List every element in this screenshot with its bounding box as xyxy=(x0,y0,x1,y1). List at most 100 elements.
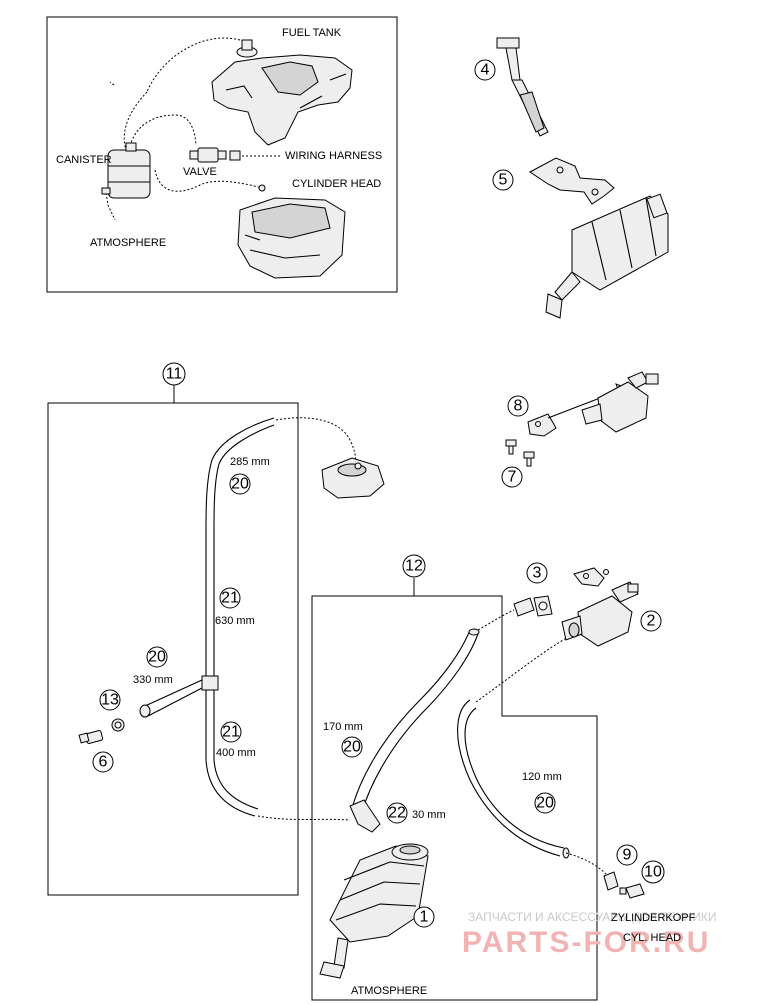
callout-21-a: 21 xyxy=(219,587,241,609)
svg-text:12: 12 xyxy=(405,558,423,575)
callout-5: 5 xyxy=(492,169,514,191)
hose-30-stub xyxy=(349,799,381,833)
canister-label: CANISTER xyxy=(56,154,112,166)
svg-text:3: 3 xyxy=(533,565,542,582)
callout-20-b: 20 xyxy=(146,646,168,668)
part-7-screws xyxy=(505,439,535,467)
part-valve-upper xyxy=(581,371,659,433)
hose-330-end xyxy=(139,704,151,718)
wiring-harness-label: WIRING HARNESS xyxy=(285,150,382,162)
callout-20-d: 20 xyxy=(534,792,556,814)
svg-text:21: 21 xyxy=(222,724,240,741)
inset-vent-line-2 xyxy=(123,91,148,151)
callout-13: 13 xyxy=(99,689,121,711)
callout-21-b: 21 xyxy=(220,721,242,743)
fuel-tank-label: FUEL TANK xyxy=(282,27,342,39)
hose-170-dash xyxy=(477,609,515,631)
box11-canister-dash xyxy=(257,815,351,821)
svg-text:5: 5 xyxy=(499,172,508,189)
svg-text:13: 13 xyxy=(101,692,119,709)
svg-text:10: 10 xyxy=(644,864,662,881)
part-4-strap xyxy=(496,37,549,137)
hose-120-outer xyxy=(457,699,561,857)
part-1-canister xyxy=(319,843,429,979)
cylinder-head-label: CYLINDER HEAD xyxy=(292,178,381,190)
group-11-frame xyxy=(47,402,299,896)
inset-atmo-line xyxy=(105,192,116,221)
part-9-cap xyxy=(603,871,619,891)
group-12-frame xyxy=(311,595,598,1001)
callout-10: 10 xyxy=(641,860,665,884)
inset-vent-line-1 xyxy=(146,37,241,93)
callout-3: 3 xyxy=(526,562,548,584)
length-120: 120 mm xyxy=(522,771,562,783)
callout-11: 11 xyxy=(162,362,186,386)
svg-text:20: 20 xyxy=(231,476,249,493)
length-630: 630 mm xyxy=(215,615,255,627)
inset-vent-arrow xyxy=(109,81,115,86)
callout-20-c: 20 xyxy=(341,736,363,758)
callout-2: 2 xyxy=(640,610,662,632)
callout-12: 12 xyxy=(402,554,426,578)
inset-cylinder-head xyxy=(237,184,346,279)
inset-canister-valve-line xyxy=(129,114,197,147)
callout-22: 22 xyxy=(386,802,408,824)
callout-6: 6 xyxy=(92,751,114,773)
svg-text:11: 11 xyxy=(166,366,183,383)
hose-285-inner xyxy=(213,424,275,531)
box11-tank-dash xyxy=(275,417,357,466)
svg-text:20: 20 xyxy=(343,739,361,756)
callout-4: 4 xyxy=(474,59,496,81)
part-canister-large xyxy=(545,193,669,319)
inset-atmosphere-label: ATMOSPHERE xyxy=(90,237,166,249)
callout-8: 8 xyxy=(507,395,529,417)
svg-text:21: 21 xyxy=(221,590,239,607)
svg-text:20: 20 xyxy=(148,649,166,666)
hose-120-inner xyxy=(464,707,565,849)
svg-text:4: 4 xyxy=(481,62,490,79)
part-3-fitting xyxy=(513,595,553,617)
callout-20-a: 20 xyxy=(229,473,251,495)
cyl-head-label: CYL. HEAD xyxy=(623,932,681,944)
length-400: 400 mm xyxy=(216,747,256,759)
callout-1: 1 xyxy=(413,906,435,928)
callout-7: 7 xyxy=(501,466,523,488)
watermark-large: PARTS-FOR.RU xyxy=(462,926,710,959)
inset-frame xyxy=(46,16,398,293)
svg-text:22: 22 xyxy=(388,805,406,822)
atmosphere-label: ATMOSPHERE xyxy=(351,985,427,997)
tank-cap-part xyxy=(321,457,385,499)
svg-text:8: 8 xyxy=(514,398,523,415)
valve-label: VALVE xyxy=(183,166,217,178)
part-13-clamp xyxy=(111,718,125,732)
hose-t-piece xyxy=(201,675,219,691)
hose-170-inner xyxy=(361,633,479,813)
watermark-small: ЗАПЧАСТИ И АКСЕССУАРЫ ДЛЯ ТЕХНИКИ xyxy=(468,910,717,924)
hose-170-end xyxy=(468,628,480,636)
zylinderkopf-label: ZYLINDERKOPF xyxy=(611,912,696,924)
svg-text:1: 1 xyxy=(420,909,429,926)
svg-text:7: 7 xyxy=(508,469,517,486)
hose-120-dash xyxy=(565,852,607,875)
hose-285-outer xyxy=(205,417,275,531)
svg-text:6: 6 xyxy=(99,754,108,771)
svg-text:20: 20 xyxy=(536,795,554,812)
inset-valve xyxy=(189,147,241,163)
hose-330 xyxy=(144,679,203,717)
length-285: 285 mm xyxy=(230,456,270,468)
hose-400-outer xyxy=(205,690,256,817)
hose-400-inner xyxy=(213,690,259,810)
callout-9: 9 xyxy=(616,844,638,866)
inset-valve-head-line xyxy=(154,169,263,192)
length-30: 30 mm xyxy=(412,809,446,821)
svg-text:2: 2 xyxy=(647,613,656,630)
part-5-bracket xyxy=(529,157,615,205)
part-10-nipple xyxy=(619,883,645,899)
fuel-tank-illustration xyxy=(211,39,353,146)
part-2-valve xyxy=(561,581,639,647)
svg-text:9: 9 xyxy=(623,847,632,864)
hose-120-top-dash xyxy=(475,635,571,703)
length-330: 330 mm xyxy=(133,674,173,686)
hose-170-outer xyxy=(351,629,471,809)
